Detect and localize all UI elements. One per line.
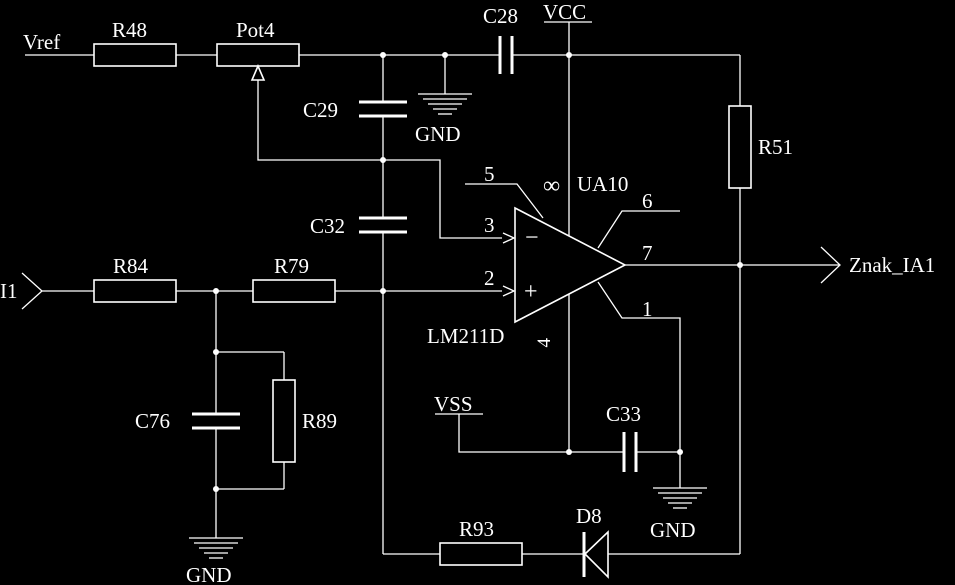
c33-label: C33 <box>606 402 641 426</box>
pot4-label: Pot4 <box>236 18 275 42</box>
potentiometer-pot4: Pot4 <box>216 18 300 81</box>
resistor-r48: R48 <box>93 18 177 67</box>
junction-dots <box>213 52 743 492</box>
capacitor-c76: C76 <box>135 409 240 433</box>
c29-label: C29 <box>303 98 338 122</box>
r79-label: R79 <box>274 254 309 278</box>
gnd-top-label: GND <box>415 122 461 146</box>
capacitor-c28: C28 <box>483 4 518 74</box>
resistor-r79: R79 <box>252 254 336 303</box>
vss-net: VSS <box>434 392 624 453</box>
vref-net: Vref <box>23 30 94 56</box>
opamp-part-label: LM211D <box>427 324 504 348</box>
pin-4-label: 4 <box>534 338 555 348</box>
comparator-ua10: − + ∞ UA10 LM211D 5 3 2 6 7 1 4 <box>427 162 681 452</box>
output-label: Znak_IA1 <box>849 253 935 277</box>
opamp-inv-sign: − <box>525 225 539 251</box>
c28-label: C28 <box>483 4 518 28</box>
resistor-r84: R84 <box>93 254 177 303</box>
r51-label: R51 <box>758 135 793 159</box>
diode-d8: D8 <box>576 504 609 579</box>
opamp-ref-label: UA10 <box>577 172 628 196</box>
output-net: Znak_IA1 <box>625 246 935 284</box>
diode-icon <box>582 530 609 579</box>
pin-6-label: 6 <box>642 189 653 213</box>
capacitor-c29: C29 <box>303 98 407 122</box>
pin-1-label: 1 <box>642 297 653 321</box>
ground-left: GND <box>186 537 243 585</box>
opamp-noninv-sign: + <box>524 279 538 305</box>
arrow-input-port-icon <box>21 272 43 310</box>
resistor-r93: R93 <box>439 517 523 566</box>
vss-label: VSS <box>434 392 473 416</box>
r93-label: R93 <box>459 517 494 541</box>
c32-label: C32 <box>310 214 345 238</box>
input-port-i1: I1 <box>0 272 43 310</box>
r89-label: R89 <box>302 409 337 433</box>
comparator-triangle-icon <box>514 206 627 324</box>
vref-label: Vref <box>23 30 60 54</box>
c76-label: C76 <box>135 409 170 433</box>
pin-7-label: 7 <box>642 241 653 265</box>
capacitor-c33: C33 <box>606 402 641 472</box>
r48-label: R48 <box>112 18 147 42</box>
opamp-power-mark: ∞ <box>543 173 560 199</box>
vcc-net: VCC <box>543 0 592 236</box>
pin-5-label: 5 <box>484 162 495 186</box>
vcc-label: VCC <box>543 0 586 24</box>
ground-right: GND <box>650 487 707 542</box>
resistor-r89: R89 <box>272 379 337 463</box>
arrow-output-port-icon <box>820 246 841 284</box>
gnd-left-label: GND <box>186 563 232 585</box>
ground-top: GND <box>415 55 472 146</box>
capacitor-c32: C32 <box>310 214 407 238</box>
gnd-right-label: GND <box>650 518 696 542</box>
pin-2-label: 2 <box>484 266 495 290</box>
d8-label: D8 <box>576 504 602 528</box>
i1-label: I1 <box>0 279 18 303</box>
resistor-r51: R51 <box>728 105 793 189</box>
r84-label: R84 <box>113 254 149 278</box>
pin-3-label: 3 <box>484 213 495 237</box>
